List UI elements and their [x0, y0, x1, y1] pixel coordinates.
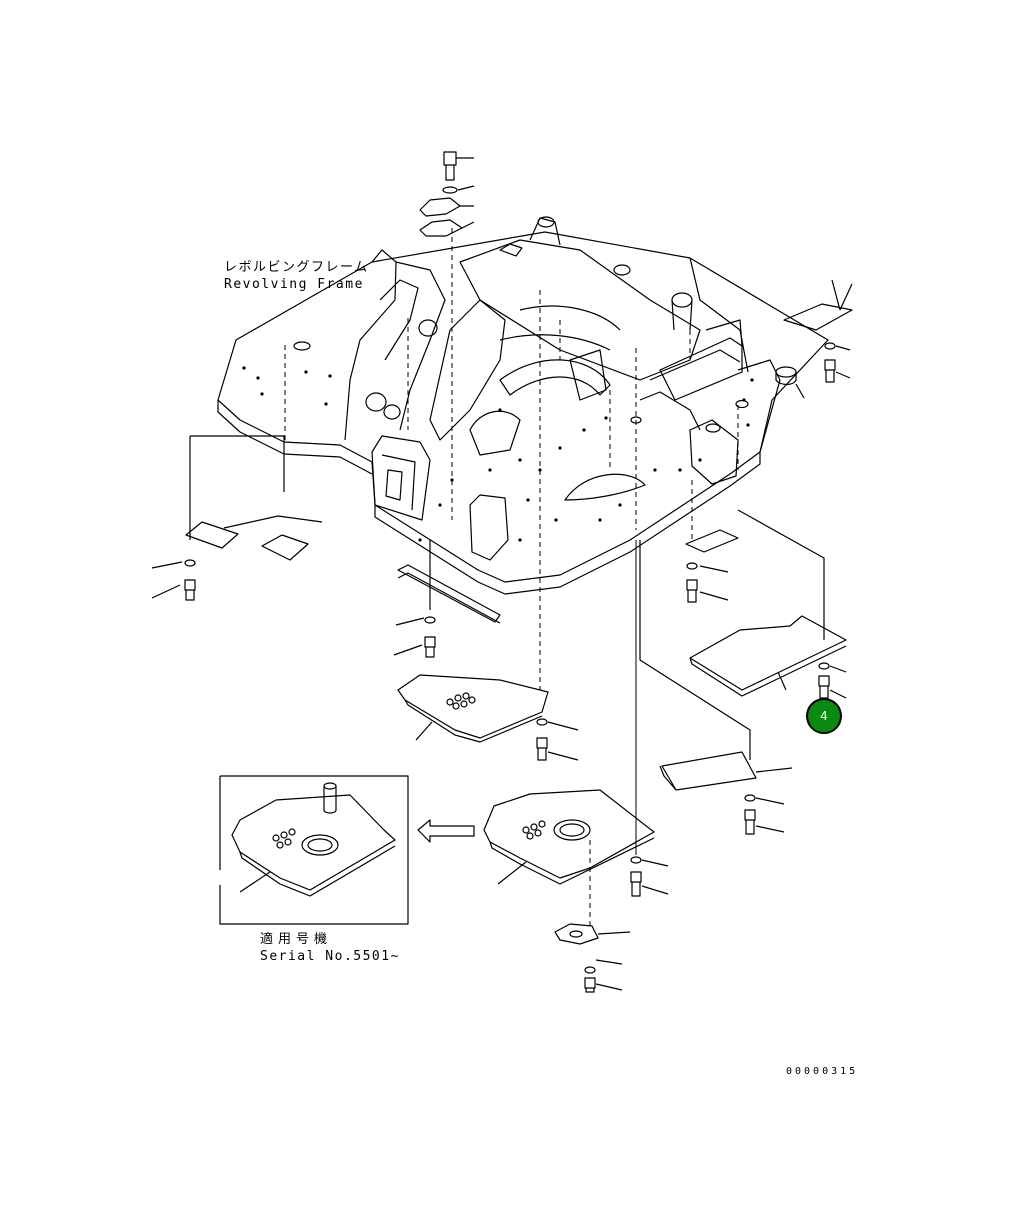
- frame-label-en: Revolving Frame: [224, 277, 364, 292]
- serial-label-jp: 適用号機: [260, 932, 333, 947]
- document-number: 00000315: [786, 1066, 859, 1077]
- serial-label-en: Serial No.5501∼: [260, 949, 400, 964]
- top-bolt-stack: [419, 151, 475, 237]
- frame-label-jp: レボルビングフレーム: [224, 260, 369, 275]
- callout-badge[interactable]: 4: [806, 698, 842, 734]
- right-cover-group: [639, 279, 853, 835]
- center-left-plates: [393, 540, 579, 761]
- center-bottom-plate: [483, 540, 669, 993]
- serial-inset: [219, 775, 475, 925]
- left-cover-group: [151, 435, 323, 601]
- revolving-frame: [217, 216, 829, 690]
